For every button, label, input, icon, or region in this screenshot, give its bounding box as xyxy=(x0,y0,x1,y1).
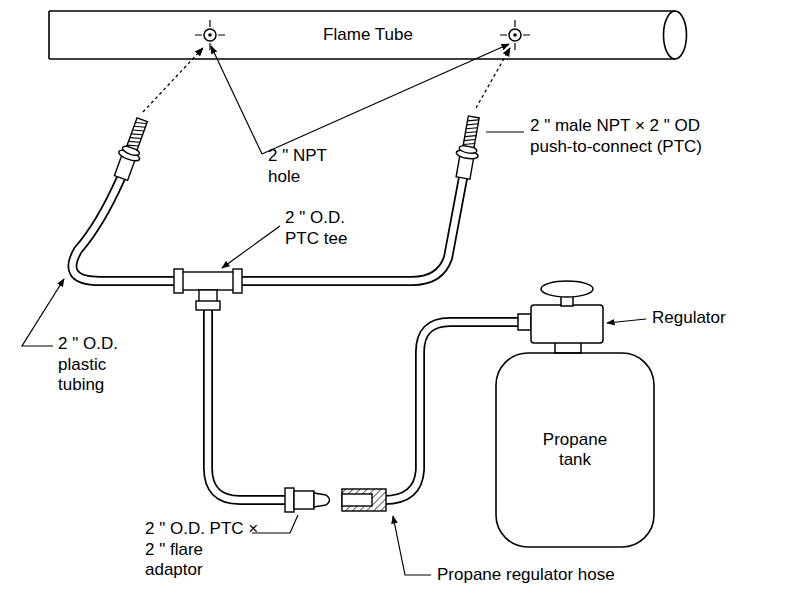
tube-outline xyxy=(208,303,290,500)
adaptor-collar xyxy=(285,488,294,512)
node-text: Flame Tube xyxy=(323,25,413,45)
regulator xyxy=(518,281,603,353)
part-label: 2 " male NPT × 2 " OD push-to-connect (P… xyxy=(530,116,720,157)
leader-line xyxy=(262,44,509,154)
adaptor-nozzle xyxy=(314,493,330,507)
tee-body xyxy=(182,272,234,290)
part-label: Regulator xyxy=(652,308,726,329)
tee-stem xyxy=(199,290,217,302)
regulator-inlet xyxy=(518,314,531,330)
regulator-body xyxy=(531,305,603,343)
tee-collar xyxy=(196,301,220,310)
hole-ring xyxy=(204,29,216,41)
leader-line xyxy=(607,319,646,323)
leader-line xyxy=(252,515,298,533)
hose-bore xyxy=(384,322,522,500)
regulator-knob xyxy=(541,281,593,297)
flare-adaptor xyxy=(285,488,330,512)
leader-line xyxy=(211,46,262,154)
adaptor-body xyxy=(294,491,314,509)
hole-ticks xyxy=(195,20,225,50)
part-label: 2 " O.D. plastic tubing xyxy=(58,334,132,396)
hose-nut xyxy=(342,489,386,511)
tube-end xyxy=(664,11,687,59)
regulator-hose xyxy=(384,322,522,500)
node-text: Propane tank xyxy=(525,430,625,471)
tee-collar xyxy=(174,269,183,293)
npt-ptc-fitting xyxy=(452,115,484,180)
leader-line xyxy=(22,279,64,346)
hose-fitting xyxy=(342,489,386,511)
npt-ptc-fitting xyxy=(111,116,153,182)
tube-bore xyxy=(72,178,180,281)
part-label: 2 " O.D. PTC tee xyxy=(285,208,367,249)
tee-collar xyxy=(233,269,242,293)
leader-line xyxy=(393,516,431,575)
hole-center xyxy=(513,33,517,37)
leader-line xyxy=(486,131,524,132)
tube-outline xyxy=(72,178,180,281)
part-label: Propane regulator hose xyxy=(437,565,615,586)
leader-line xyxy=(222,226,280,268)
propane-tank: Propane tank xyxy=(495,352,655,548)
hole-ring xyxy=(509,29,521,41)
ptc-tee xyxy=(174,269,242,310)
part-label: 2 " O.D. PTC × 2 " flare adaptor xyxy=(145,519,263,581)
flame-tube: Flame Tube xyxy=(48,10,688,60)
plastic-tubing xyxy=(72,178,463,500)
hole-center xyxy=(208,33,212,37)
hose-outline xyxy=(384,322,522,500)
hose-socket xyxy=(342,494,372,506)
tank-body xyxy=(496,353,654,547)
part-label: 2 " NPT hole xyxy=(268,146,348,187)
insertion-arrow xyxy=(143,48,203,112)
tube-wall xyxy=(49,11,675,59)
npt-hole xyxy=(195,20,225,50)
tube-bore xyxy=(208,303,290,500)
tube-bore xyxy=(236,178,463,281)
tube-outline xyxy=(236,178,463,281)
